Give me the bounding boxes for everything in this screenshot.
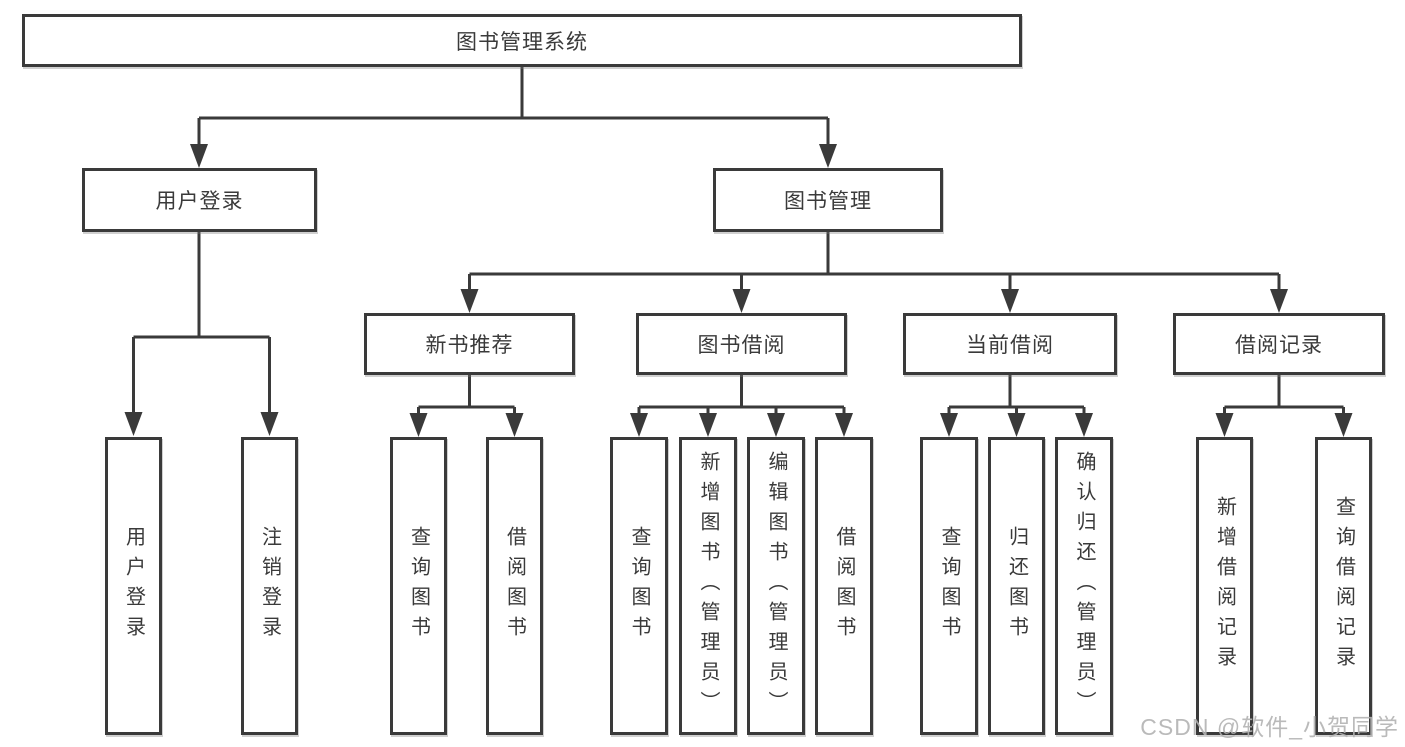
leaf-label: 用户登录 [122, 526, 145, 646]
connector-root-to-level1 [190, 67, 837, 168]
node-label: 图书管理系统 [456, 30, 588, 54]
leaf-label: 注销登录 [258, 526, 281, 646]
node-label: 当前借阅 [966, 334, 1054, 357]
leaf-label: 新增借阅记录 [1213, 496, 1236, 676]
leaf-query-books-current: 查询图书 [920, 437, 978, 735]
leaf-confirm-return-admin: 确认归还（管理员） [1055, 437, 1113, 735]
node-label: 借阅记录 [1235, 334, 1323, 357]
leaf-label: 借阅图书 [833, 526, 855, 646]
node-label: 图书借阅 [697, 334, 786, 357]
leaf-borrow-books: 借阅图书 [815, 437, 873, 735]
leaf-label: 编辑图书（管理员） [765, 451, 787, 721]
leaf-label: 归还图书 [1005, 526, 1028, 646]
leaf-return-book: 归还图书 [988, 437, 1045, 735]
leaf-query-books-recommend: 查询图书 [390, 437, 447, 735]
connector-bookmgmt-to-level2 [460, 232, 1288, 313]
watermark-text: CSDN @软件_小贺同学 [1140, 714, 1399, 740]
node-current-borrowing: 当前借阅 [903, 313, 1117, 375]
node-new-book-recommend: 新书推荐 [364, 313, 575, 375]
leaf-label: 借阅图书 [503, 526, 526, 646]
node-user-login: 用户登录 [82, 168, 317, 232]
leaf-add-book-admin: 新增图书（管理员） [679, 437, 737, 735]
leaf-user-login: 用户登录 [105, 437, 162, 735]
node-label: 用户登录 [155, 190, 244, 213]
leaf-label: 新增图书（管理员） [697, 451, 719, 721]
leaf-query-books-borrowing: 查询图书 [610, 437, 668, 735]
connector-userlogin-to-leaves [124, 232, 279, 436]
leaf-borrow-books-recommend: 借阅图书 [486, 437, 543, 735]
leaf-add-borrow-record: 新增借阅记录 [1196, 437, 1253, 735]
leaf-label: 查询图书 [628, 526, 650, 646]
node-book-borrowing: 图书借阅 [636, 313, 847, 375]
connector-current-to-leaves [940, 375, 1093, 437]
node-book-management: 图书管理 [713, 168, 943, 232]
leaf-query-borrow-record: 查询借阅记录 [1315, 437, 1372, 735]
connector-borrowing-to-leaves [630, 375, 853, 437]
node-borrowing-records: 借阅记录 [1173, 313, 1385, 375]
leaf-logout: 注销登录 [241, 437, 298, 735]
node-label: 新书推荐 [425, 334, 514, 357]
connector-recommend-to-leaves [409, 375, 524, 437]
connector-records-to-leaves [1215, 375, 1353, 437]
leaf-label: 查询图书 [938, 526, 960, 646]
leaf-label: 查询图书 [407, 526, 430, 646]
leaf-label: 确认归还（管理员） [1073, 451, 1095, 721]
node-label: 图书管理 [784, 190, 872, 213]
leaf-label: 查询借阅记录 [1332, 496, 1355, 676]
leaf-edit-book-admin: 编辑图书（管理员） [747, 437, 805, 735]
node-library-management-system: 图书管理系统 [22, 14, 1022, 67]
